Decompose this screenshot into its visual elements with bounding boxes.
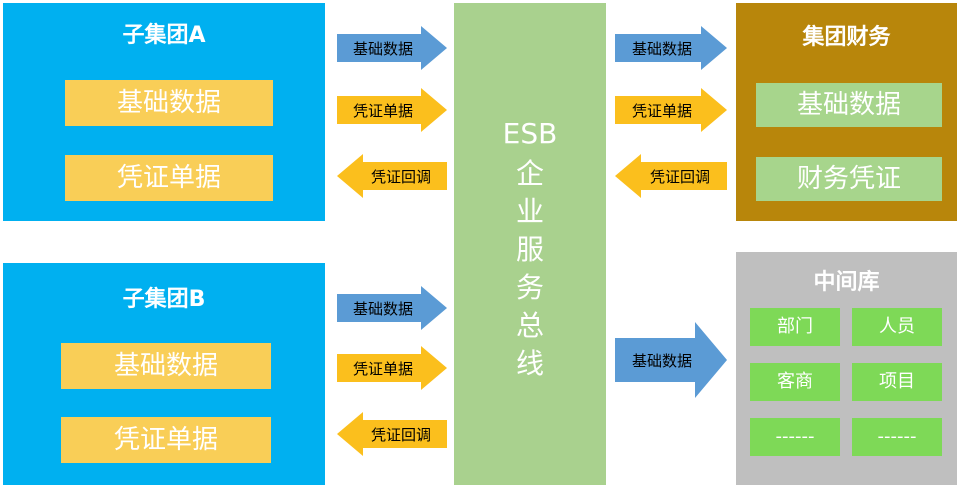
group-a-panel: 子集团A 基础数据 凭证单据	[3, 3, 325, 221]
arrow-finance-callback: 凭证回调	[615, 154, 727, 198]
arrow-a-callback: 凭证回调	[337, 154, 447, 198]
middle-db-title: 中间库	[813, 270, 880, 295]
arrow-middle-db-basic-data: 基础数据	[615, 322, 727, 398]
esb-char: 线	[515, 347, 544, 380]
esb-char: 业	[515, 195, 544, 228]
group-b-item-basic-data: 基础数据	[61, 343, 271, 389]
finance-panel: 集团财务 基础数据 财务凭证	[736, 3, 957, 221]
middle-db-item-project: 项目	[852, 363, 942, 401]
arrow-label: 凭证回调	[370, 425, 431, 444]
arrow-b-basic-data: 基础数据	[337, 286, 447, 330]
esb-char: 总	[515, 309, 544, 342]
arrow-label: 凭证单据	[352, 101, 413, 120]
esb-bus: ESB 企 业 服 务 总 线	[454, 3, 606, 485]
finance-item-voucher: 财务凭证	[756, 157, 942, 201]
arrow-finance-basic-data: 基础数据	[615, 26, 727, 70]
middle-db-item-more: ------	[750, 418, 840, 456]
middle-db-item-more: ------	[852, 418, 942, 456]
group-a-item-voucher: 凭证单据	[65, 155, 273, 201]
arrow-label: 基础数据	[631, 39, 692, 58]
middle-db-item-department: 部门	[750, 308, 840, 346]
group-b-item-voucher: 凭证单据	[61, 417, 271, 463]
arrow-label: 基础数据	[352, 299, 413, 318]
esb-char: 服	[515, 233, 544, 266]
esb-title: ESB	[502, 117, 558, 150]
arrow-a-voucher: 凭证单据	[337, 88, 447, 132]
middle-db-panel: 中间库 部门 人员 客商 项目 ------ ------	[736, 252, 957, 485]
arrow-a-basic-data: 基础数据	[337, 26, 447, 70]
arrow-label: 凭证回调	[370, 167, 431, 186]
group-a-item-basic-data: 基础数据	[65, 80, 273, 126]
group-b-title: 子集团B	[122, 287, 206, 312]
arrow-b-voucher: 凭证单据	[337, 346, 447, 390]
middle-db-item-personnel: 人员	[852, 308, 942, 346]
group-a-title: 子集团A	[122, 23, 206, 48]
arrow-b-callback: 凭证回调	[337, 412, 447, 456]
arrow-label: 凭证回调	[649, 167, 710, 186]
finance-title: 集团财务	[802, 25, 891, 50]
middle-db-item-customer: 客商	[750, 363, 840, 401]
esb-char: 务	[515, 271, 544, 304]
arrow-label: 基础数据	[631, 351, 692, 370]
arrow-label: 基础数据	[352, 39, 413, 58]
esb-char: 企	[515, 157, 544, 190]
arrow-finance-voucher: 凭证单据	[615, 88, 727, 132]
arrow-label: 凭证单据	[631, 101, 692, 120]
finance-item-basic-data: 基础数据	[756, 83, 942, 127]
group-b-panel: 子集团B 基础数据 凭证单据	[3, 263, 325, 485]
arrow-label: 凭证单据	[352, 359, 413, 378]
